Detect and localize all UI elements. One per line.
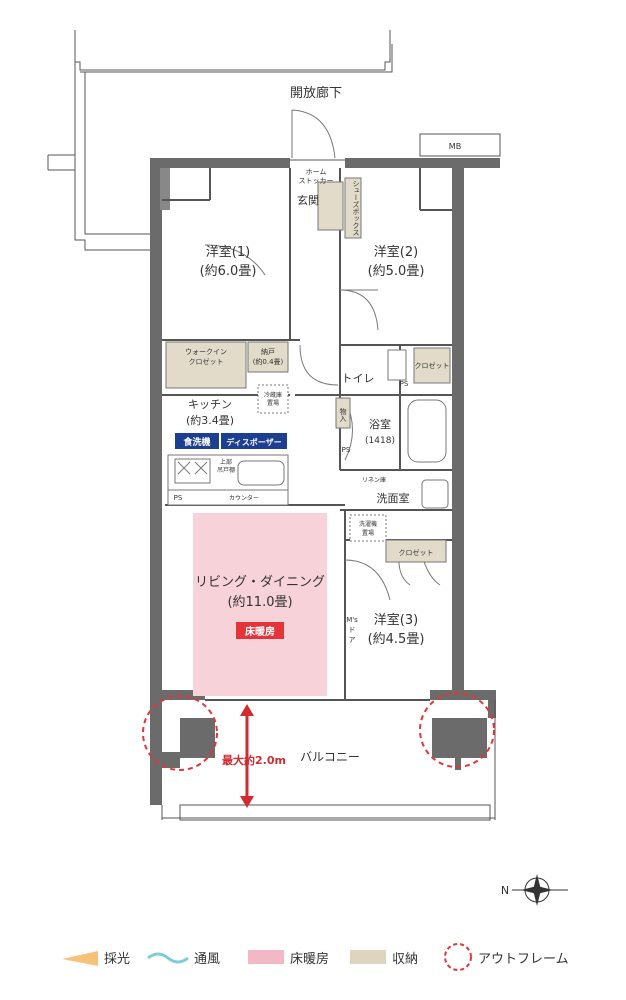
home-stocker-2: ストッカー [299,177,334,185]
outframe-circle-right [419,692,495,768]
closet-wash [385,539,447,563]
nando-label: 納戸 [261,347,275,356]
legend-ventilation-label: 通風 [194,952,220,967]
balcony-depth-arrow [240,704,254,808]
room-living-name: リビング・ダイニング [195,575,325,590]
room-western2-name: 洋室(2) [374,244,418,260]
shoes-box [344,177,362,239]
compass-icon [512,874,568,906]
home-stocker-1: ホーム [306,168,327,176]
badge-floor-heating: 床暖房 [236,622,284,639]
nando-size: (約0.4畳) [253,357,284,366]
legend-ventilation-icon [147,952,189,964]
legend-lighting-label: 採光 [104,952,130,967]
washer-label-2: 置場 [362,529,374,537]
washer-label-1: 洗濯機 [359,520,377,528]
room-western1-size: (約6.0畳) [200,264,257,279]
legend-storage-label: 収納 [392,952,418,967]
closet-toilet [413,347,451,384]
stove-burners [177,461,208,475]
room-living-size: (約11.0畳) [227,595,292,610]
compass-label: N [501,884,509,897]
home-stocker [317,181,344,231]
storage-areas [165,177,451,563]
svg-text:ディスポーザー: ディスポーザー [226,437,281,447]
room-kitchen-size: (約3.4畳) [186,413,234,427]
room-bath-name: 浴室 [369,417,391,431]
legend-floor-heating-label: 床暖房 [290,951,329,967]
balcony-label: バルコニー [300,750,360,764]
mb-label: MB [449,142,461,151]
sink-label-1: 上部 [220,458,232,466]
legend-storage-icon [350,950,386,964]
svg-text:床暖房: 床暖房 [245,625,275,638]
room-bath-size: (1418) [365,436,395,446]
outer-walls [150,158,500,805]
legend-outframe-label: アウトフレーム [478,952,569,967]
counter-label: カウンター [229,494,259,502]
closet-wash-label: クロゼット [399,548,434,557]
badge-disposer: ディスポーザー [221,433,287,449]
room-entrance: 玄関 [297,193,319,207]
badge-dishwasher: 食洗機 [175,433,219,449]
room-western2-size: (約5.0畳) [368,264,425,279]
nando [247,341,289,373]
balcony [161,700,496,821]
ps-toilet-label: PS [400,380,409,388]
corridor-outline [47,30,393,251]
outframe-circle-left [142,695,218,771]
walkin-label-2: クロゼット [189,357,224,366]
walkin-label-1: ウォークイン [185,348,227,356]
room-toilet: トイレ [342,372,375,385]
room-western1-name: 洋室(1) [206,244,250,260]
sink-label-2: 吊戸棚 [217,466,235,474]
closet-toilet-label: クロゼット [415,361,450,370]
legend-floor-heating-icon [248,950,284,964]
balcony-depth-label: 最大約2.0m [222,753,286,767]
legend: 採光 通風 床暖房 収納 アウトフレーム [62,943,569,971]
ms-door-label-2: ド [349,626,356,634]
room-western3-name: 洋室(3) [374,612,418,628]
ms-door-label-3: ア [349,636,356,644]
ps-bath-label: PS [342,446,351,454]
svg-text:食洗機: 食洗機 [182,436,210,448]
tank-label: リネン庫 [362,476,386,484]
corridor-label: 開放廊下 [290,85,342,101]
bath-fixtures [349,349,449,542]
room-kitchen-name: キッチン [188,398,232,411]
shoes-box-label: シューズボックス [352,180,360,236]
storage-mono-label: 物入 [339,407,347,422]
fridge-label-2: 置場 [267,399,279,407]
fridge-label-1: 冷蔵庫 [264,391,282,399]
ms-door-label-1: M's [346,616,358,624]
mb-box: MB [419,133,501,157]
legend-outframe-icon [444,943,472,971]
floor-heating-area [193,513,327,696]
storage-mono [335,397,351,429]
ps-kitchen-label: PS [174,494,183,502]
room-washroom: 洗面室 [377,491,410,505]
legend-lighting-icon [62,951,98,966]
walk-in-closet [165,341,247,389]
room-western3-size: (約4.5畳) [368,632,425,647]
